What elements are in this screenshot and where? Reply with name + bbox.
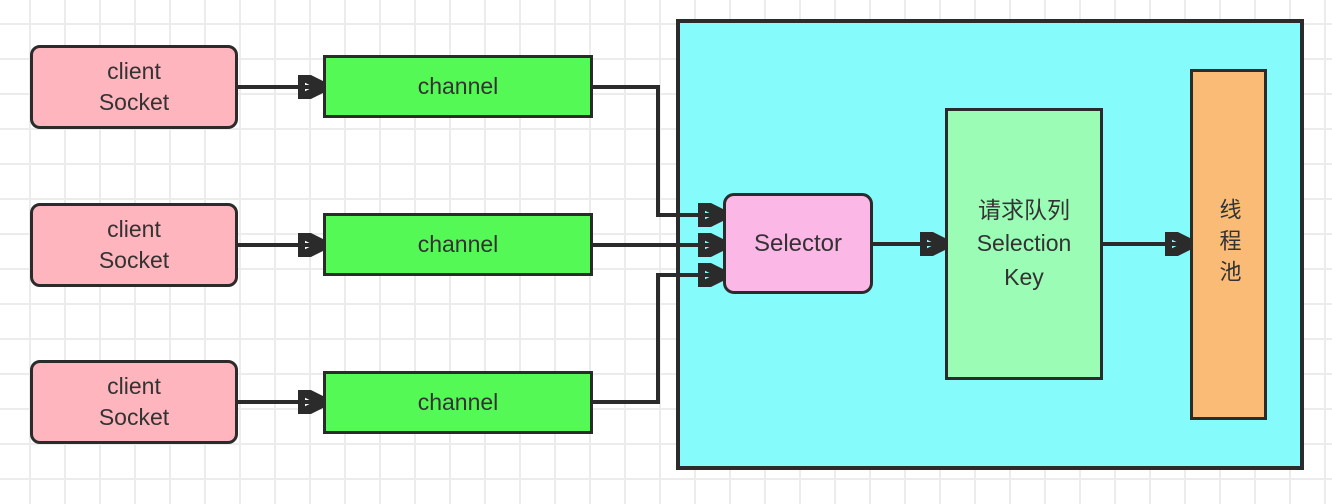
channel-node-2: channel: [323, 213, 593, 276]
selection-key-label: 请求队列 Selection Key: [976, 196, 1072, 290]
client-socket-node-2: client Socket: [30, 203, 238, 287]
client-socket-node-3: client Socket: [30, 360, 238, 444]
selection-key-node: 请求队列 Selection Key: [945, 108, 1103, 380]
channel-label: channel: [417, 231, 499, 257]
channel-node-1: channel: [323, 55, 593, 118]
client-socket-label: client Socket: [98, 215, 170, 273]
client-socket-node-1: client Socket: [30, 45, 238, 129]
client-socket-label: client Socket: [98, 372, 170, 430]
selector-label: Selector: [753, 229, 843, 257]
channel-label: channel: [417, 389, 499, 415]
thread-pool-node: 线程池: [1190, 69, 1267, 420]
selector-node: Selector: [723, 193, 873, 294]
channel-node-3: channel: [323, 371, 593, 434]
client-socket-label: client Socket: [98, 57, 170, 115]
thread-pool-label: 线程池: [1216, 198, 1242, 291]
channel-label: channel: [417, 73, 499, 99]
